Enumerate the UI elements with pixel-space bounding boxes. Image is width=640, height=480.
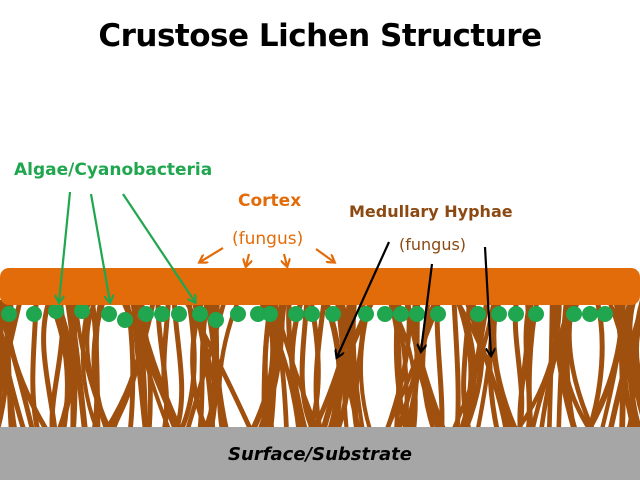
hypha-strand xyxy=(351,299,365,431)
hypha-strand xyxy=(556,299,569,431)
hyphae-pointer-arrow xyxy=(421,263,434,351)
algae-cell xyxy=(358,306,374,322)
hypha-strand xyxy=(626,299,637,431)
hypha-strand xyxy=(461,299,472,431)
cortex-pointer-arrow xyxy=(315,248,334,262)
medullary-hyphae-layer xyxy=(0,298,640,432)
algae-cell xyxy=(377,306,393,322)
hypha-strand xyxy=(313,299,327,431)
algae-cell xyxy=(582,306,598,322)
algae-cell xyxy=(262,306,278,322)
cortex-pointer-arrow xyxy=(284,253,287,266)
hypha-strand xyxy=(632,299,640,416)
algae-cell xyxy=(154,306,170,322)
algae-pointer-arrow xyxy=(122,193,195,302)
algae-cell xyxy=(48,303,64,319)
algae-layer xyxy=(1,303,613,328)
algae-cell xyxy=(117,312,133,328)
medullary-hyphae-label: Medullary Hyphae xyxy=(349,202,513,221)
algae-cell xyxy=(508,306,524,322)
hyphae-pointer-arrow xyxy=(337,241,391,357)
algae-cell xyxy=(491,306,507,322)
hypha-strand xyxy=(347,299,360,431)
hypha-strand xyxy=(66,299,88,431)
cortex-layer xyxy=(0,268,640,305)
cortex-label: Cortex xyxy=(238,191,302,211)
cortex-pointer-arrow xyxy=(200,247,224,262)
algae-cell xyxy=(470,306,486,322)
algae-cell xyxy=(101,306,117,322)
cortex-pointer-arrow xyxy=(246,253,249,266)
hypha-strand xyxy=(91,299,104,431)
algae-label: Algae/Cyanobacteria xyxy=(14,160,213,180)
algae-cell xyxy=(250,306,266,322)
cortex-sublabel: (fungus) xyxy=(232,229,304,249)
algae-cell xyxy=(393,306,409,322)
diagram-title: Crustose Lichen Structure xyxy=(98,18,542,54)
medullary-hyphae-sublabel: (fungus) xyxy=(399,235,467,254)
algae-cell xyxy=(1,306,17,322)
hypha-strand xyxy=(41,299,58,431)
algae-cell xyxy=(26,306,42,322)
algae-cell xyxy=(288,306,304,322)
hypha-strand xyxy=(455,299,477,431)
hypha-strand xyxy=(451,299,461,431)
algae-cell xyxy=(430,306,446,322)
substrate-label: Surface/Substrate xyxy=(228,444,412,465)
algae-cell xyxy=(528,306,544,322)
substrate-layer xyxy=(0,427,640,480)
algae-pointer-arrow xyxy=(59,191,72,302)
algae-cell xyxy=(566,306,582,322)
algae-cell xyxy=(171,306,187,322)
hypha-strand xyxy=(546,299,555,431)
algae-pointer-arrow xyxy=(89,193,110,302)
algae-cell xyxy=(208,312,224,328)
algae-cell xyxy=(304,306,320,322)
algae-cell xyxy=(409,306,425,322)
algae-cell xyxy=(192,306,208,322)
hypha-strand xyxy=(178,299,197,432)
hyphae-pointer-arrow xyxy=(483,246,491,355)
algae-cell xyxy=(325,306,341,322)
hypha-strand xyxy=(523,299,534,431)
algae-cell xyxy=(138,306,154,322)
algae-cell xyxy=(230,306,246,322)
algae-cell xyxy=(597,306,613,322)
hypha-strand xyxy=(599,299,626,431)
algae-cell xyxy=(74,303,90,319)
